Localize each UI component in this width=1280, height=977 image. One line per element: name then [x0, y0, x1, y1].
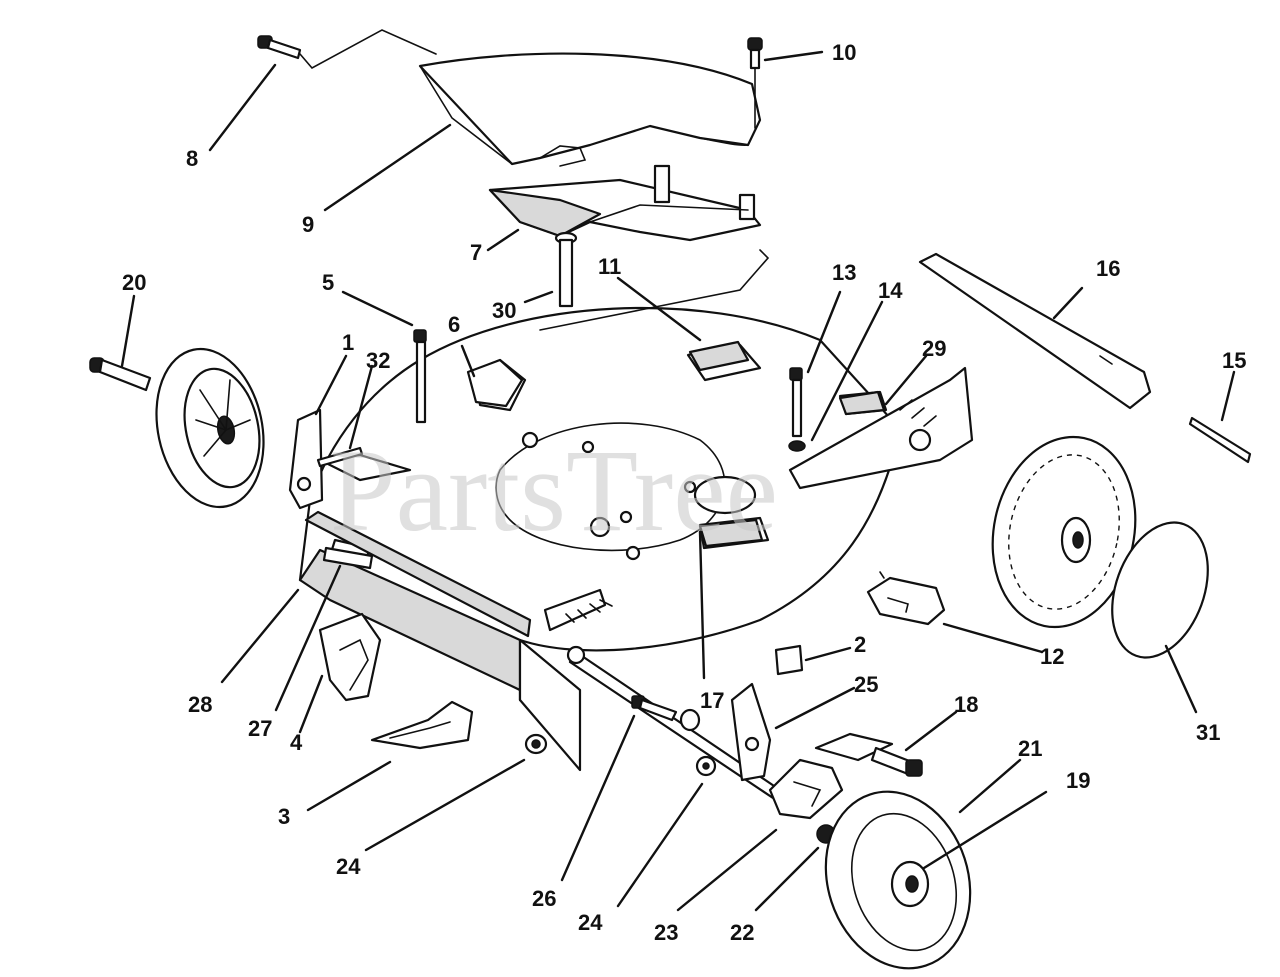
callout-29: 29 — [922, 336, 946, 361]
height-adjuster-front-right-part[interactable] — [730, 682, 772, 782]
right-rear-wheel-part[interactable] — [976, 424, 1153, 641]
handle-bracket-part[interactable] — [488, 164, 762, 242]
skid-part-3[interactable] — [370, 700, 474, 750]
callout-25: 25 — [854, 672, 878, 697]
callout-22: 22 — [730, 920, 754, 945]
callout-4: 4 — [290, 730, 303, 755]
hubcap-part-31[interactable] — [1095, 509, 1226, 671]
callout-19: 19 — [1066, 768, 1090, 793]
bolt-part-18[interactable] — [870, 746, 923, 777]
decal-part-28[interactable] — [304, 510, 532, 638]
leader-lines — [120, 50, 1236, 912]
spacer-part[interactable] — [679, 708, 701, 732]
deck-cover-part[interactable] — [418, 52, 762, 167]
front-wheel-part[interactable] — [804, 773, 993, 977]
decal-part-29[interactable] — [838, 390, 886, 416]
callout-1: 1 — [342, 330, 354, 355]
callout-14: 14 — [878, 278, 903, 303]
bolt-part-10[interactable] — [747, 37, 763, 70]
watermark-text: PartsTree — [330, 425, 778, 556]
callout-24-right: 24 — [578, 910, 603, 935]
bracket-part-12[interactable] — [866, 571, 946, 626]
axle-bolt-part-20[interactable] — [89, 357, 152, 392]
callout-7: 7 — [470, 240, 482, 265]
nut-part-24-left[interactable] — [524, 733, 548, 755]
callout-24-left: 24 — [336, 854, 361, 879]
callout-13: 13 — [832, 260, 856, 285]
callout-2: 2 — [854, 632, 866, 657]
height-adjuster-rear-part[interactable] — [788, 366, 974, 490]
bolt-part-26[interactable] — [631, 695, 678, 722]
callout-23: 23 — [654, 920, 678, 945]
bolt-part-5[interactable] — [413, 329, 427, 424]
callout-32: 32 — [366, 348, 390, 373]
callout-18: 18 — [954, 692, 978, 717]
callout-27: 27 — [248, 716, 272, 741]
decal-part-17[interactable] — [698, 518, 764, 548]
callout-21: 21 — [1018, 736, 1042, 761]
rear-flap-part[interactable] — [918, 252, 1152, 410]
callout-28: 28 — [188, 692, 212, 717]
callout-12: 12 — [1040, 644, 1064, 669]
bolt-8-guide-line — [299, 29, 437, 70]
nut-part-14[interactable] — [788, 440, 806, 452]
wheel-bracket-part-23[interactable] — [768, 758, 844, 820]
bolt-part-13[interactable] — [789, 367, 803, 438]
left-rear-wheel-part[interactable] — [143, 339, 278, 517]
callout-labels: 1 2 3 4 5 6 7 8 9 10 11 12 13 14 15 16 1… — [122, 40, 1246, 945]
callout-20: 20 — [122, 270, 146, 295]
nut-part-24-right[interactable] — [695, 755, 717, 777]
bolt-part-8[interactable] — [257, 35, 302, 60]
callout-16: 16 — [1096, 256, 1120, 281]
decal-part-6[interactable] — [466, 358, 524, 408]
bracket-part-4[interactable] — [318, 612, 382, 702]
bolt-part-30[interactable] — [554, 231, 578, 308]
block-part-2[interactable] — [774, 644, 804, 676]
callout-6: 6 — [448, 312, 460, 337]
callout-11: 11 — [598, 254, 621, 279]
callout-26: 26 — [532, 886, 556, 911]
callout-5: 5 — [322, 270, 334, 295]
callout-31: 31 — [1196, 720, 1220, 745]
callout-17: 17 — [700, 688, 724, 713]
decal-part-11[interactable] — [688, 340, 750, 372]
callout-15: 15 — [1222, 348, 1246, 373]
callout-3: 3 — [278, 804, 290, 829]
plate-part-32[interactable] — [316, 446, 364, 468]
callout-10: 10 — [832, 40, 856, 65]
height-adjuster-front-part[interactable] — [288, 408, 324, 510]
decal-part-27[interactable] — [322, 546, 374, 570]
callout-9: 9 — [302, 212, 314, 237]
callout-8: 8 — [186, 146, 198, 171]
pin-part-15[interactable] — [1188, 416, 1252, 464]
callout-30: 30 — [492, 298, 516, 323]
plate-part-21[interactable] — [814, 732, 894, 762]
